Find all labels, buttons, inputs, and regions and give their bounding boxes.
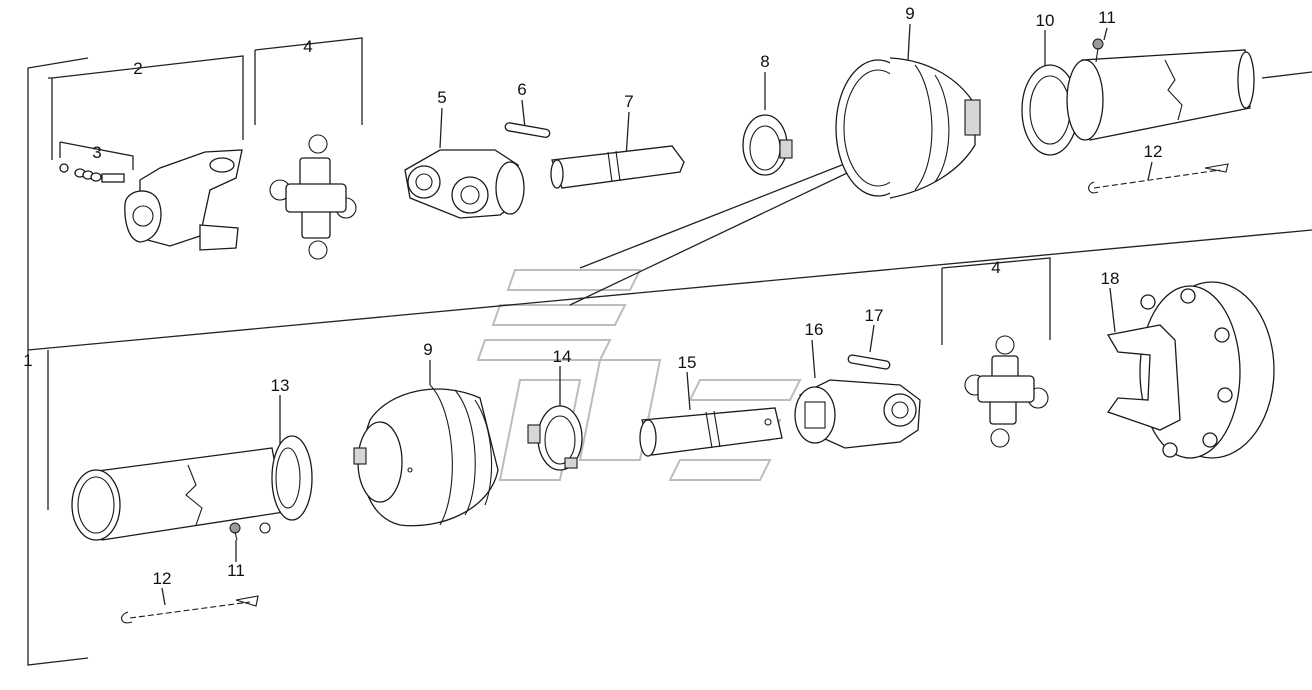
chain-top-part [1088, 163, 1229, 194]
label-16: 16 [805, 320, 824, 339]
label-9-top: 9 [905, 4, 914, 23]
label-4-bottom: 4 [991, 258, 1000, 277]
leader-lines [161, 23, 1153, 606]
label-10: 10 [1036, 11, 1055, 30]
guard-ring-top-part [742, 114, 793, 176]
label-12-bottom: 12 [153, 569, 172, 588]
inner-tube-top-part [550, 145, 685, 189]
guard-ring-bottom-part [527, 405, 583, 471]
inner-yoke-top-part [404, 149, 525, 219]
label-14: 14 [553, 347, 572, 366]
label-2: 2 [133, 59, 142, 78]
label-12-top: 12 [1144, 142, 1163, 161]
label-3: 3 [92, 143, 101, 162]
label-11-bottom: 11 [227, 561, 245, 580]
label-11-top: 11 [1098, 8, 1116, 27]
label-17: 17 [865, 306, 884, 325]
inner-yoke-bottom-part [794, 379, 921, 449]
inner-tube-bottom-part [639, 407, 783, 457]
label-4-top: 4 [303, 37, 312, 56]
label-5: 5 [437, 88, 446, 107]
screw-bottom-part [229, 522, 271, 541]
label-18: 18 [1101, 269, 1120, 288]
label-15: 15 [678, 353, 697, 372]
watermark-logo [476, 269, 802, 481]
label-9-bottom: 9 [423, 340, 432, 359]
label-8: 8 [760, 52, 769, 71]
guard-cone-bottom-part [353, 384, 499, 527]
label-13: 13 [271, 376, 290, 395]
guard-cone-top-part [835, 57, 981, 199]
screw-top-part [1092, 38, 1104, 63]
roll-pin-bottom-part [847, 354, 891, 370]
flange-yoke-part [1106, 281, 1275, 459]
label-6: 6 [517, 80, 526, 99]
group-brackets [27, 37, 1312, 666]
chain-bottom-part [121, 595, 259, 624]
label-7: 7 [624, 92, 633, 111]
cross-kit-top-part [269, 134, 357, 260]
guard-tube-bottom-part [71, 435, 313, 541]
label-1: 1 [23, 351, 32, 370]
cross-kit-bottom-part [964, 335, 1049, 448]
yoke-part [124, 149, 243, 251]
yoke-bolt-set-part [59, 163, 125, 183]
roll-pin-top-part [504, 122, 551, 138]
callout-labels: 1 2 3 4 5 6 7 8 9 10 11 12 13 9 14 15 16… [23, 4, 1162, 588]
guard-tube-top-part [1021, 49, 1255, 156]
